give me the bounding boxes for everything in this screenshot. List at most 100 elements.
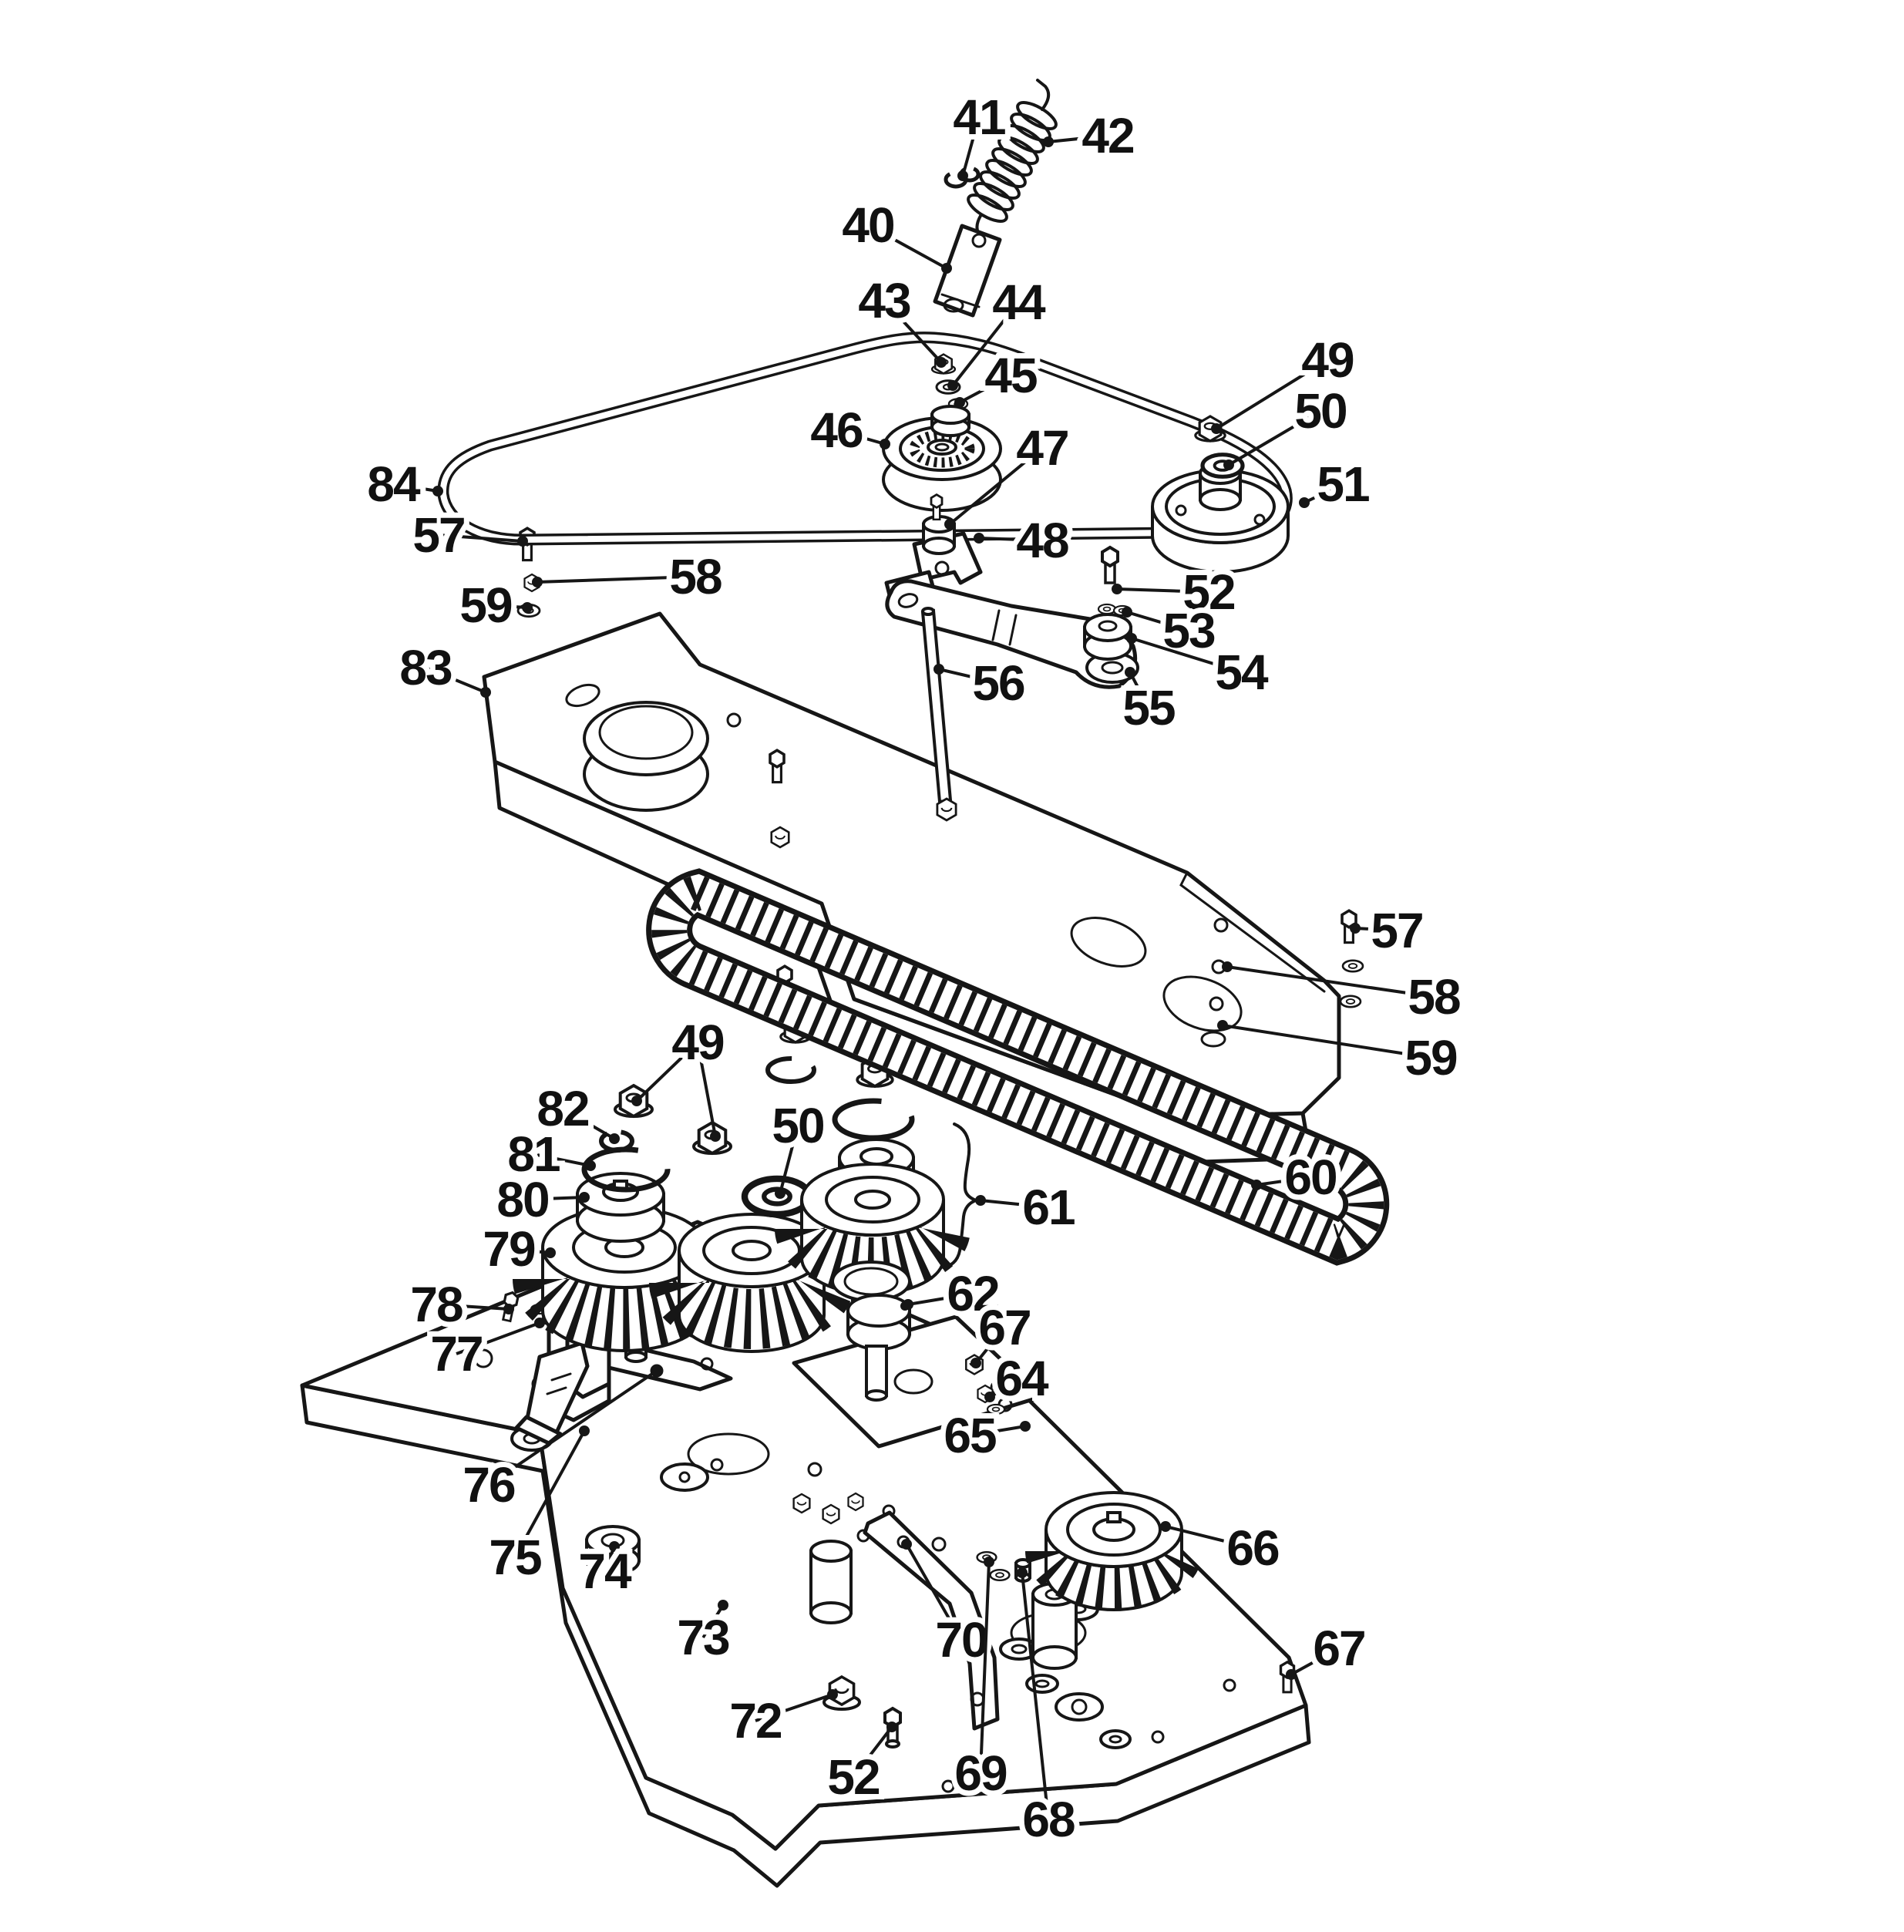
leader-line-78 (436, 1303, 510, 1311)
leader-dot-43 (936, 357, 947, 368)
callout-80-29: 80 (496, 1172, 548, 1227)
leader-line-65 (969, 1425, 1026, 1437)
leader-dot-69 (984, 1557, 994, 1567)
leader-line-54 (1131, 637, 1242, 674)
leader-line-49 (635, 1041, 699, 1102)
leader-dot-42 (1043, 136, 1054, 147)
leader-dot-81 (585, 1160, 596, 1171)
leader-line-64 (988, 1377, 1023, 1399)
leader-dot-46 (880, 439, 890, 449)
callout-66-42: 66 (1226, 1520, 1279, 1576)
support-bracket-75 (514, 1341, 590, 1446)
leader-line-52 (852, 1725, 893, 1779)
leader-line-41 (961, 116, 981, 177)
v-belt-84 (437, 332, 1293, 546)
callout-59-15: 59 (459, 577, 512, 633)
assembly-brace-61 (942, 1123, 977, 1269)
leader-dot-68 (1017, 1567, 1028, 1578)
leader-line-77 (456, 1321, 540, 1355)
leader-dot-79 (545, 1247, 556, 1258)
leader-line-67 (1290, 1647, 1340, 1676)
leader-line-80 (522, 1196, 585, 1201)
callout-51-10: 51 (1317, 456, 1369, 512)
leader-line-67 (974, 1326, 1006, 1365)
leader-dot-50 (1223, 459, 1234, 470)
leader-dot-76 (651, 1365, 662, 1376)
leader-dot-74 (609, 1541, 620, 1552)
leader-line-76 (487, 1369, 658, 1486)
leader-line-75 (513, 1430, 586, 1558)
drive-pulley-51 (1151, 462, 1290, 574)
callout-53-17: 53 (1162, 603, 1215, 658)
leader-line-60 (1256, 1176, 1311, 1186)
callout-79-32: 79 (483, 1221, 535, 1277)
callout-83-21: 83 (399, 640, 452, 695)
leader-line-83 (425, 666, 486, 694)
leader-line-52 (1116, 587, 1209, 594)
leader-dot-84 (432, 486, 443, 496)
leader-dot-49 (710, 1131, 721, 1142)
leader-line-47 (948, 446, 1044, 526)
leader-line-69 (979, 1561, 991, 1774)
leader-dot-65 (1020, 1421, 1031, 1432)
callout-54-18: 54 (1215, 645, 1269, 700)
leader-line-53 (1126, 611, 1189, 632)
callout-42-1: 42 (1082, 108, 1134, 163)
jackshaft-left-assembly (513, 1084, 736, 1363)
leader-dot-82 (609, 1133, 620, 1144)
callout-84-9: 84 (367, 456, 421, 512)
leader-dot-66 (1160, 1521, 1171, 1532)
leader-line-45 (959, 374, 1011, 404)
callout-76-39: 76 (463, 1457, 515, 1513)
leader-dot-67 (971, 1358, 981, 1368)
leader-line-79 (508, 1247, 551, 1254)
callout-43-3: 43 (858, 273, 910, 328)
leader-dot-83 (480, 687, 491, 698)
leader-line-70 (905, 1543, 963, 1641)
callout-49-25: 49 (671, 1015, 724, 1070)
leader-dot-44 (947, 380, 958, 391)
callout-45-5: 45 (984, 348, 1037, 403)
leader-dot-51 (1299, 497, 1310, 508)
callout-55-20: 55 (1122, 680, 1175, 735)
callout-50-8: 50 (1294, 383, 1346, 439)
center-pulley-assembly (649, 964, 854, 1353)
callout-64-37: 64 (995, 1351, 1049, 1406)
flat-idler-pulley-46 (882, 416, 1002, 512)
leader-dot-49 (631, 1096, 642, 1106)
callout-74-41: 74 (578, 1543, 632, 1599)
callout-75-40: 75 (489, 1530, 541, 1585)
leader-dot-64 (984, 1392, 995, 1402)
leader-dot-80 (579, 1192, 590, 1203)
callout-77-35: 77 (430, 1326, 482, 1382)
leader-line-56 (938, 668, 999, 685)
leader-dot-72 (827, 1689, 838, 1700)
leader-dot-77 (534, 1318, 545, 1328)
callout-40-2: 40 (842, 197, 893, 253)
leader-dot-54 (1126, 633, 1137, 644)
callout-67-45: 67 (1313, 1621, 1364, 1676)
leader-line-50 (1227, 409, 1322, 466)
callout-69-48: 69 (954, 1745, 1007, 1801)
leader-line-59 (1222, 1024, 1431, 1059)
leader-dot-62 (903, 1299, 913, 1310)
leader-dot-45 (954, 397, 965, 408)
callout-50-27: 50 (772, 1098, 823, 1153)
leader-dot-47 (944, 519, 955, 530)
timing-belt (646, 868, 1390, 1266)
leader-dot-55 (1125, 667, 1135, 678)
idler-hardware-43-44-45 (930, 353, 971, 437)
leader-line-62 (907, 1292, 974, 1306)
leader-line-46 (836, 429, 886, 446)
callout-61-31: 61 (1022, 1180, 1075, 1235)
leader-dot-56 (933, 664, 944, 675)
callout-81-28: 81 (507, 1126, 560, 1182)
callout-60-30: 60 (1284, 1149, 1336, 1205)
leader-line-40 (867, 224, 947, 270)
callout-72-46: 72 (729, 1693, 782, 1749)
leader-line-61 (980, 1199, 1049, 1209)
callout-62-33: 62 (947, 1266, 999, 1321)
leader-dot-40 (941, 263, 952, 274)
